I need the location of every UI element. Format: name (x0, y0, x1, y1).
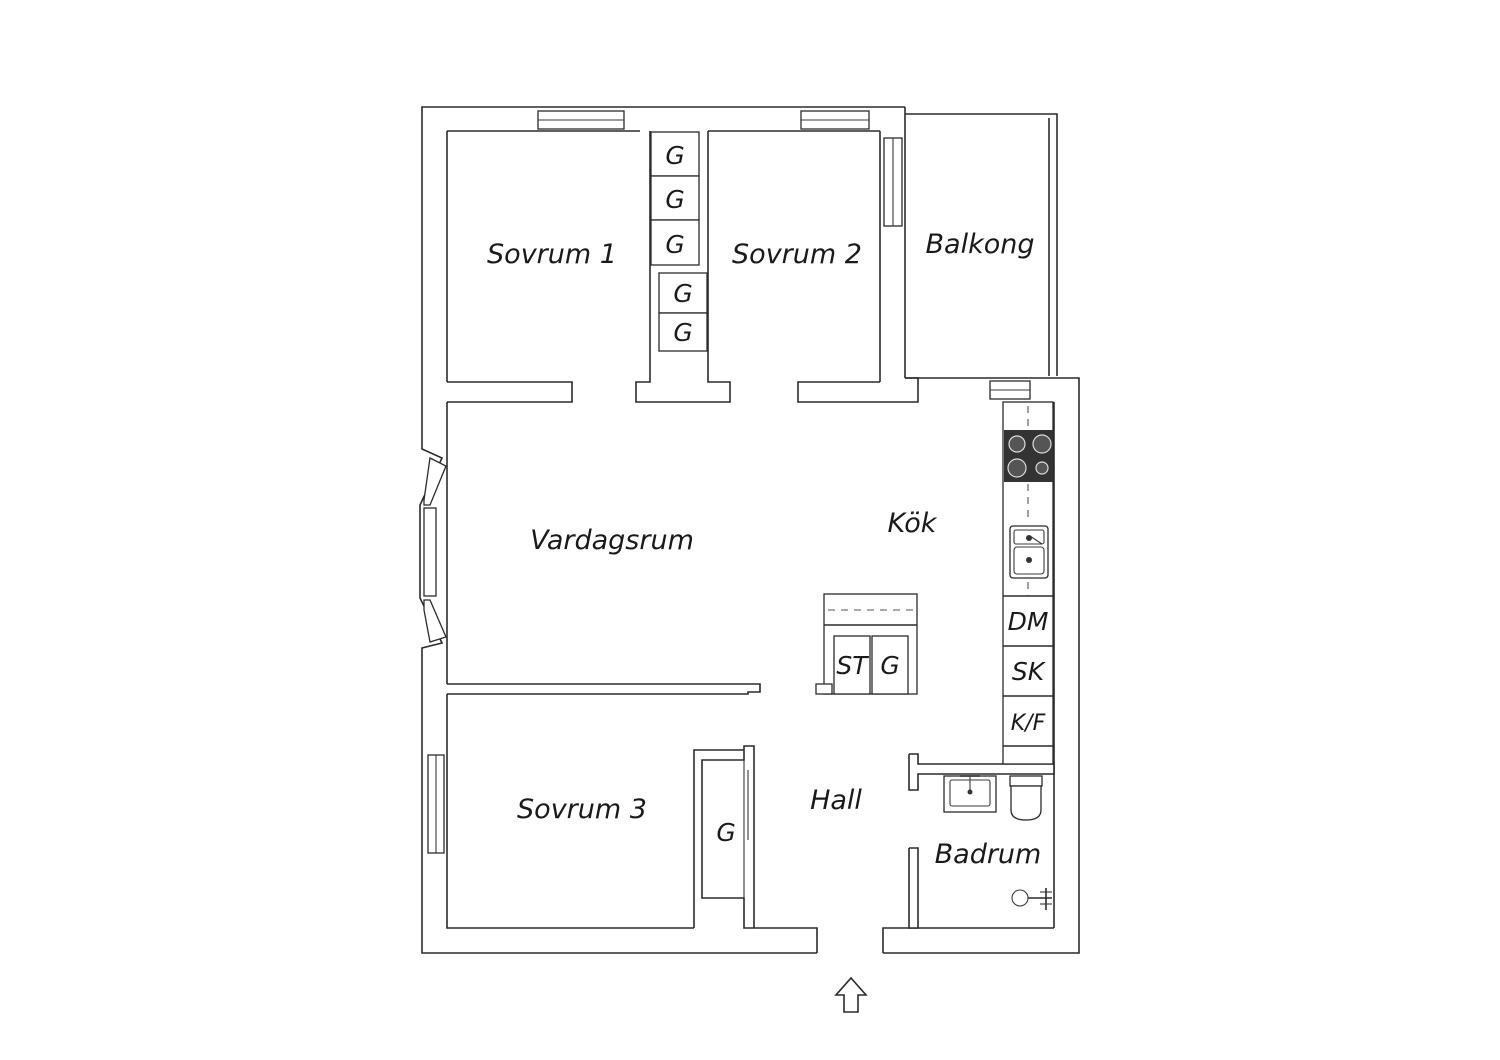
shower-icon (1011, 888, 1052, 910)
room-label-sovrum-3: Sovrum 3 (517, 794, 647, 825)
room-label-badrum: Badrum (935, 839, 1042, 870)
room-label-hall: Hall (810, 785, 862, 816)
fridge-freezer-label: K/F (1011, 711, 1046, 736)
wardrobe-label: G (673, 318, 692, 347)
washbasin-icon (943, 775, 997, 813)
room-label-balkong: Balkong (926, 229, 1035, 260)
wardrobe-label: G (665, 141, 684, 170)
wardrobe-label: G (673, 279, 692, 308)
cleaning-closet-label: ST (836, 651, 869, 680)
wardrobe-label: G (665, 185, 684, 214)
balcony (905, 113, 1058, 376)
outer-walls (419, 106, 1080, 954)
room-label-vardagsrum: Vardagsrum (530, 525, 694, 556)
room-label-sovrum-1: Sovrum 1 (487, 239, 617, 270)
hall-wardrobe: G (716, 760, 749, 898)
kitchen-island: ST G (815, 593, 918, 695)
wardrobe-label: G (665, 230, 684, 259)
kitchen-counter: DM SK K/F (1002, 401, 1054, 765)
windows (423, 110, 1031, 854)
wardrobes-top: G G G G G (650, 131, 708, 352)
stove-icon (1004, 430, 1053, 482)
bathroom-fixtures (943, 775, 1052, 910)
dishwasher-label: DM (1008, 607, 1049, 636)
toilet-icon (1009, 775, 1043, 821)
up-arrow-icon (834, 976, 868, 1013)
wardrobe-label: G (716, 818, 735, 847)
cabinet-label: SK (1012, 657, 1047, 686)
wardrobe-label: G (880, 651, 899, 680)
kitchen-sink-icon (1009, 525, 1049, 579)
room-label-sovrum-2: Sovrum 2 (732, 239, 862, 270)
room-label-kok: Kök (888, 508, 938, 539)
